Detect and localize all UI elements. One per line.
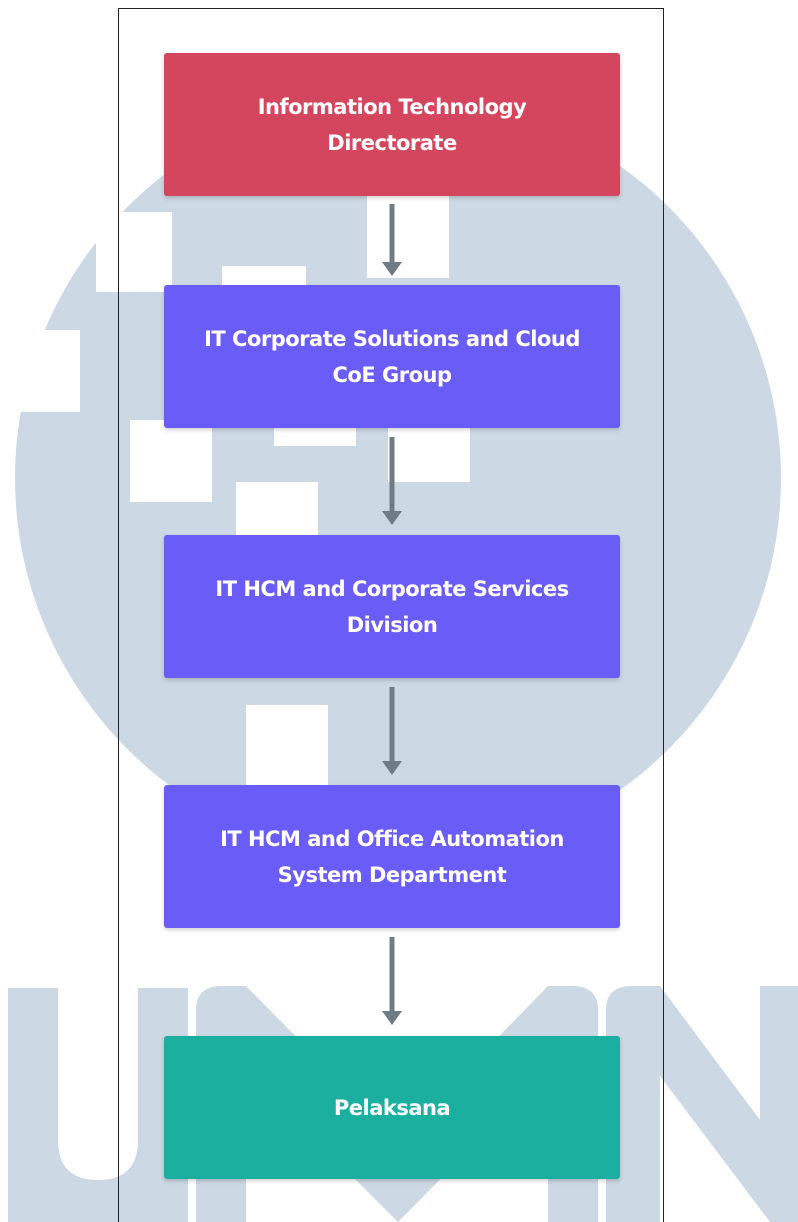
node-label: IT Corporate Solutions and Cloud CoE Gro… [204,326,580,387]
node-label: Information Technology Directorate [257,94,527,155]
arrowhead [382,262,402,276]
arrow-connector [382,437,402,525]
arrow-connector [382,204,402,276]
arrow-connector [382,937,402,1025]
node-office-automation-department: IT HCM and Office Automation System Depa… [164,785,620,928]
arrow-connector [382,687,402,775]
node-it-directorate: Information Technology Directorate [164,53,620,196]
diagram-frame [118,8,664,1222]
node-corporate-solutions-group: IT Corporate Solutions and Cloud CoE Gro… [164,285,620,428]
node-label: Pelaksana [333,1095,451,1120]
node-hcm-corporate-services-division: IT HCM and Corporate Services Division [164,535,620,678]
arrowhead [382,761,402,775]
node-pelaksana: Pelaksana [164,1036,620,1179]
arrowhead [382,1011,402,1025]
arrowhead [382,511,402,525]
node-label: IT HCM and Corporate Services Division [215,576,569,637]
node-label: IT HCM and Office Automation System Depa… [220,826,564,887]
